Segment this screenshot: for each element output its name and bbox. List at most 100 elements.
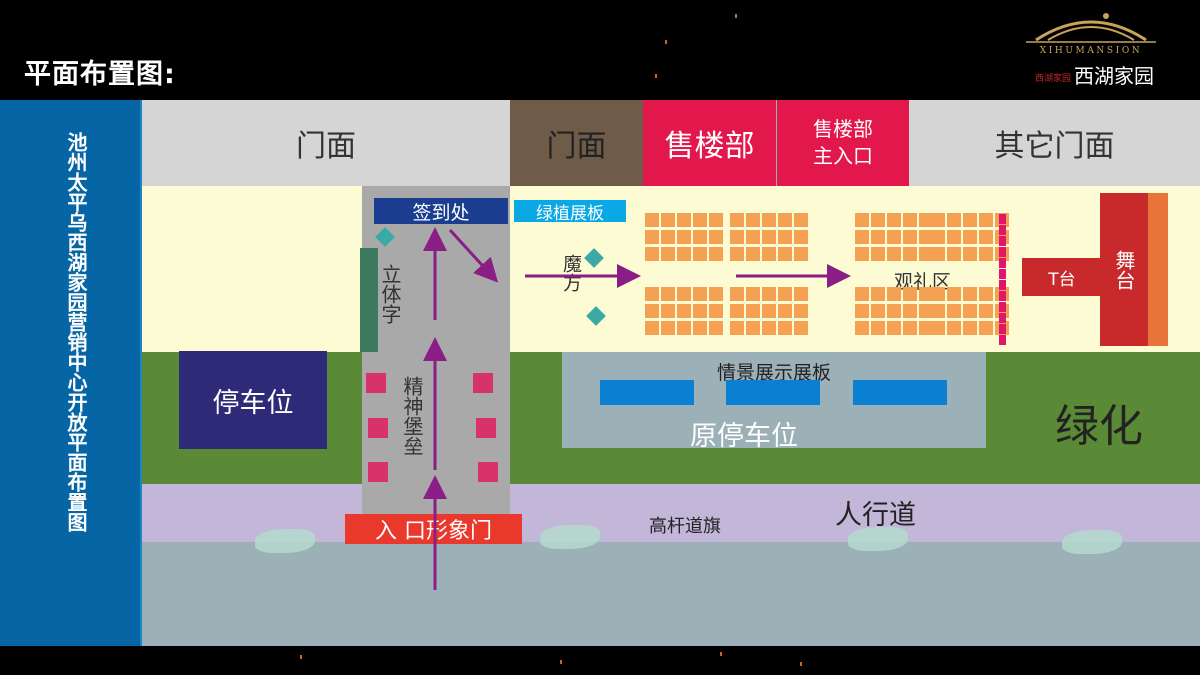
seat — [709, 230, 723, 244]
spark-decoration — [560, 660, 562, 664]
seat — [871, 247, 885, 261]
seat — [762, 321, 776, 335]
seat — [855, 230, 869, 244]
flow-arrows — [423, 227, 851, 590]
seat — [693, 321, 707, 335]
fortress-block — [366, 373, 386, 393]
scene-board-panel — [600, 380, 694, 405]
seat — [887, 230, 901, 244]
seat — [931, 287, 945, 301]
seat — [855, 213, 869, 227]
seat — [661, 247, 675, 261]
cube-label: 魔方 — [560, 254, 582, 292]
seat — [947, 304, 961, 318]
sales-entrance-line1: 售楼部 — [813, 117, 873, 141]
seat — [919, 287, 933, 301]
seat — [746, 247, 760, 261]
sidebar — [0, 100, 142, 646]
seat — [919, 321, 933, 335]
seat — [963, 304, 977, 318]
seat — [903, 321, 917, 335]
seat — [762, 230, 776, 244]
stage: 舞台 — [1100, 193, 1148, 346]
logo — [1026, 6, 1156, 86]
seat — [645, 230, 659, 244]
spark-decoration — [655, 74, 657, 78]
arrow-icon — [423, 227, 851, 590]
seat — [730, 230, 744, 244]
seat — [693, 230, 707, 244]
wave-icon — [1062, 530, 1122, 554]
seat — [963, 287, 977, 301]
seat — [931, 304, 945, 318]
seat — [677, 230, 691, 244]
seat — [887, 304, 901, 318]
spark-decoration — [665, 40, 667, 44]
seat — [855, 287, 869, 301]
seat — [979, 230, 993, 244]
seat — [677, 304, 691, 318]
aisle-marker — [999, 280, 1006, 290]
aisle-marker — [999, 335, 1006, 345]
sales-office: 售楼部 — [643, 100, 776, 186]
seat — [677, 247, 691, 261]
aisle-marker — [999, 236, 1006, 246]
fortress-block — [473, 373, 493, 393]
wave-icon — [540, 525, 600, 549]
green-board: 绿植展板 — [514, 200, 626, 224]
seat — [778, 213, 792, 227]
seat — [871, 287, 885, 301]
seat — [963, 321, 977, 335]
flag-poles-label: 高杆道旗 — [649, 516, 721, 537]
seat — [903, 230, 917, 244]
seat — [887, 321, 901, 335]
aisle-marker — [999, 214, 1006, 224]
seat — [979, 287, 993, 301]
seat — [693, 213, 707, 227]
seat — [855, 304, 869, 318]
seat — [645, 287, 659, 301]
seat — [903, 213, 917, 227]
middle-shop: 门面 — [510, 100, 643, 186]
greenery-label: 绿化 — [1055, 401, 1143, 452]
seat — [661, 321, 675, 335]
parking-lot: 停车位 — [179, 351, 327, 449]
seat — [919, 230, 933, 244]
seat — [794, 230, 808, 244]
seat — [709, 213, 723, 227]
seat — [677, 321, 691, 335]
seat — [730, 304, 744, 318]
seat — [963, 213, 977, 227]
seat — [794, 304, 808, 318]
three-d-text-wall — [360, 248, 378, 352]
seat — [794, 321, 808, 335]
scene-board-panel — [726, 380, 820, 405]
seat — [778, 287, 792, 301]
logo-mark-text: 西湖家园 — [1035, 74, 1072, 84]
seat — [709, 304, 723, 318]
seat — [947, 230, 961, 244]
seat — [661, 230, 675, 244]
seat — [794, 287, 808, 301]
seat — [762, 213, 776, 227]
seat — [746, 213, 760, 227]
seat — [947, 213, 961, 227]
seat — [903, 247, 917, 261]
seat — [855, 321, 869, 335]
seat — [871, 304, 885, 318]
aisle-marker — [999, 324, 1006, 334]
seat — [746, 287, 760, 301]
seat — [903, 304, 917, 318]
sales-entrance-line2: 主入口 — [813, 144, 873, 168]
spark-decoration — [800, 662, 802, 666]
aisle-marker — [999, 291, 1006, 301]
seat — [903, 287, 917, 301]
seat — [778, 230, 792, 244]
wave-icon — [255, 529, 315, 553]
seat — [746, 321, 760, 335]
stage-backdrop — [1148, 193, 1168, 346]
spark-decoration — [300, 655, 302, 659]
spirit-fortress-label: 精神堡垒 — [400, 376, 424, 456]
seat — [979, 321, 993, 335]
seat — [919, 304, 933, 318]
